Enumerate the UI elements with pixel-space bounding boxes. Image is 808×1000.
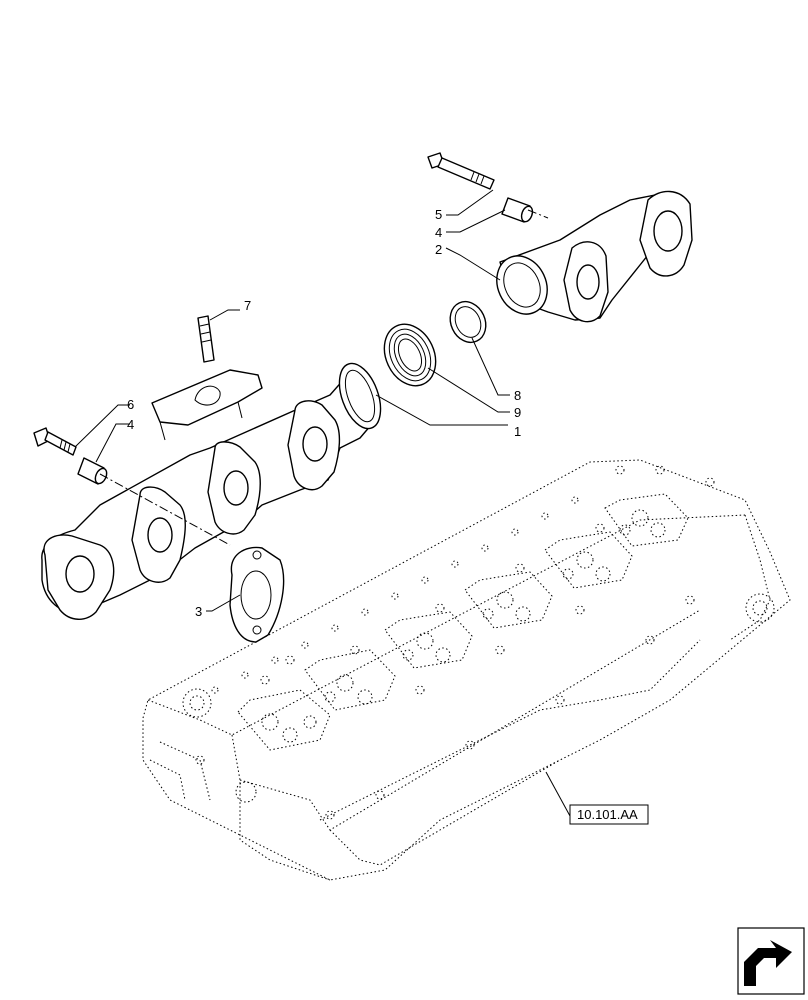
callout-2: 2 [435,242,442,257]
leader-lines [74,189,571,817]
callout-4-right: 4 [435,225,442,240]
callout-1: 1 [514,424,521,439]
exhaust-manifold-front [41,362,382,620]
reference-label: 10.101.AA [577,807,638,822]
gasket [229,546,285,643]
spacer-left [77,457,108,485]
center-lines [99,209,549,546]
cylinder-head [142,459,791,881]
next-page-arrow-icon[interactable] [737,927,805,995]
callout-8: 8 [514,388,521,403]
callout-4-left: 4 [127,417,134,432]
exhaust-manifold-rear [496,190,693,323]
callout-7: 7 [244,298,251,313]
spacer-right [501,197,534,223]
bolt-right [427,152,495,190]
sleeve-8 [449,300,487,344]
seal-ring-9 [383,323,437,387]
callout-5: 5 [435,207,442,222]
stud [197,315,215,363]
callout-9: 9 [514,405,521,420]
callout-6: 6 [127,397,134,412]
callout-3: 3 [195,604,202,619]
reference-box[interactable]: 10.101.AA [569,804,649,825]
bolt-left [33,427,77,456]
